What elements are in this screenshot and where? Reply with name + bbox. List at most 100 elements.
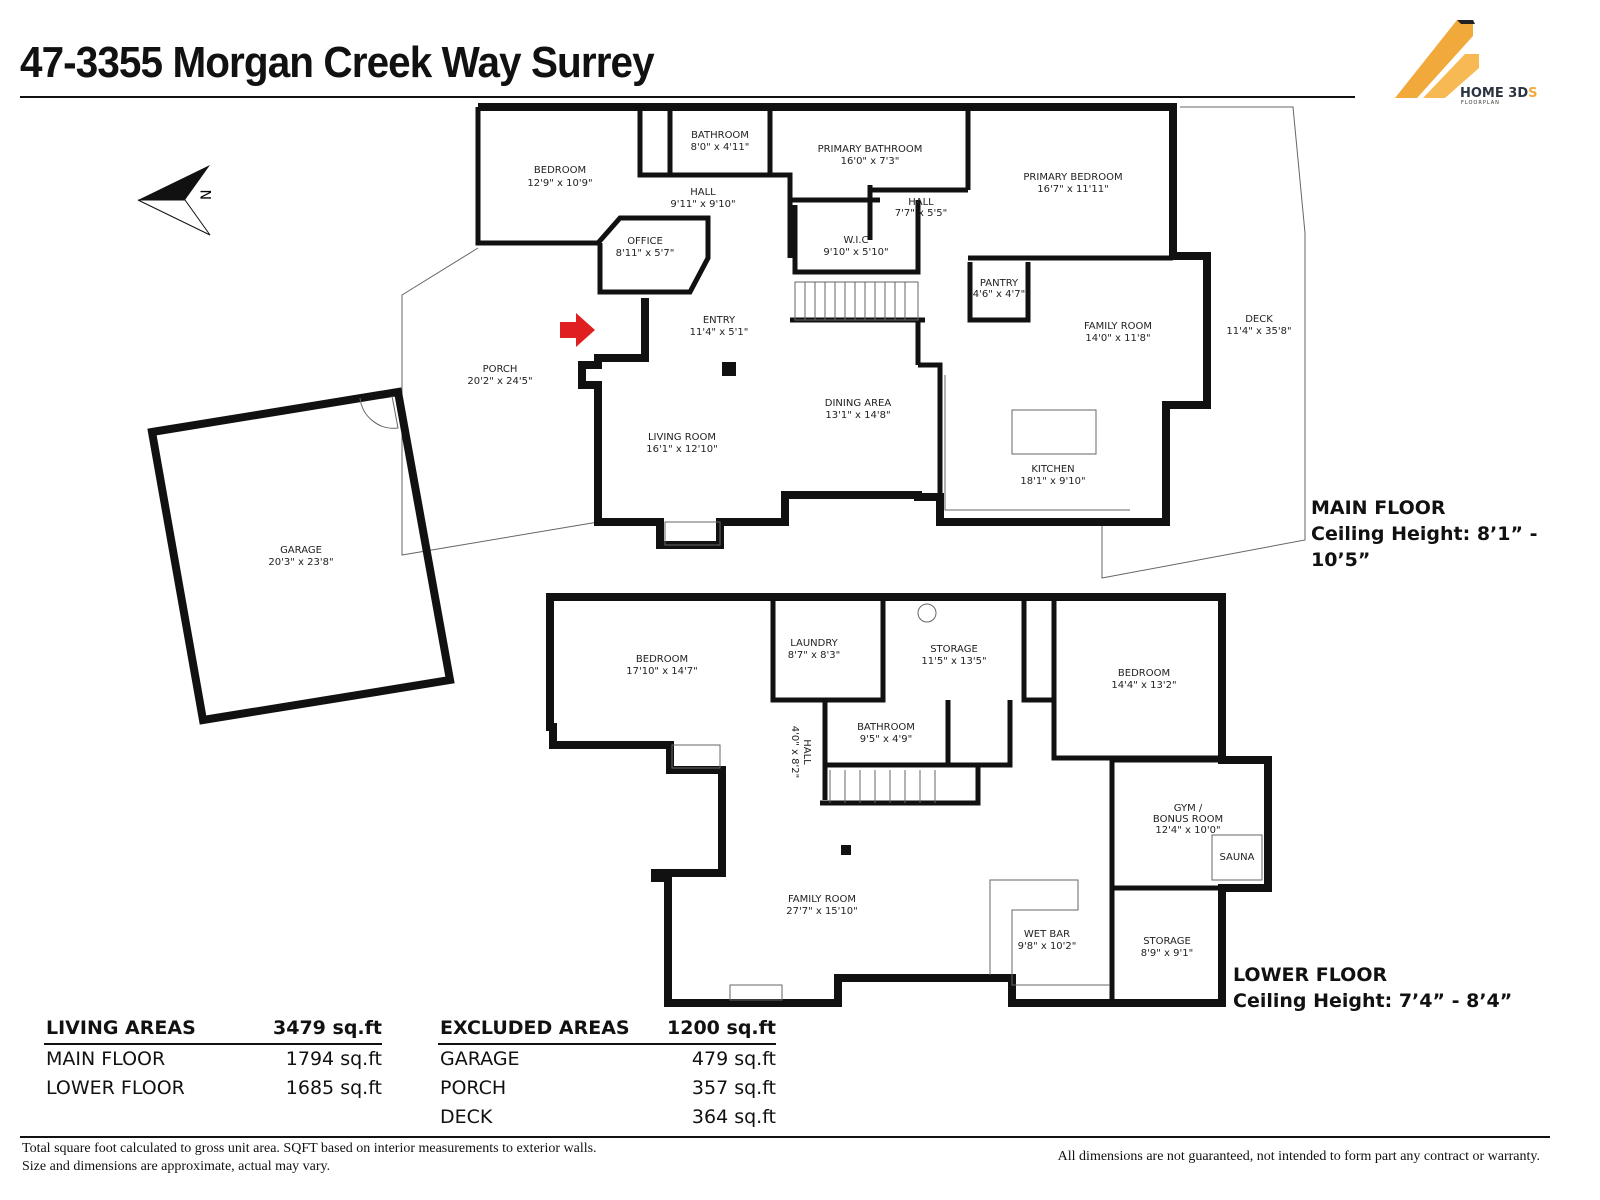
- svg-text:BONUS ROOM: BONUS ROOM: [1153, 814, 1223, 825]
- title-divider: [20, 96, 1355, 98]
- svg-text:W.I.C: W.I.C: [843, 235, 868, 246]
- svg-text:9'5" x 4'9": 9'5" x 4'9": [860, 734, 912, 745]
- svg-text:PORCH: PORCH: [483, 364, 518, 375]
- svg-text:13'1" x 14'8": 13'1" x 14'8": [825, 410, 890, 421]
- footer-disclaimer-left: Total square foot calculated to gross un…: [22, 1141, 597, 1174]
- svg-text:4'0" x 8'2": 4'0" x 8'2": [789, 726, 800, 778]
- svg-text:WET BAR: WET BAR: [1024, 929, 1070, 940]
- svg-text:BEDROOM: BEDROOM: [534, 165, 586, 176]
- svg-text:14'0" x 11'8": 14'0" x 11'8": [1085, 333, 1150, 344]
- svg-text:4'6" x 4'7": 4'6" x 4'7": [973, 289, 1025, 300]
- svg-text:27'7" x 15'10": 27'7" x 15'10": [786, 906, 858, 917]
- svg-text:DECK: DECK: [1245, 314, 1273, 325]
- svg-text:ENTRY: ENTRY: [703, 315, 736, 326]
- svg-text:9'10" x 5'10": 9'10" x 5'10": [823, 247, 888, 258]
- svg-text:7'7" x 5'5": 7'7" x 5'5": [895, 208, 947, 219]
- logo-brand: HOME 3DS: [1460, 86, 1538, 101]
- svg-text:11'4" x 35'8": 11'4" x 35'8": [1226, 326, 1291, 337]
- svg-text:STORAGE: STORAGE: [930, 644, 978, 655]
- room-wic: W.I.C9'10" x 5'10": [823, 235, 888, 258]
- svg-text:N: N: [199, 190, 215, 200]
- svg-text:12'4" x 10'0": 12'4" x 10'0": [1155, 825, 1220, 836]
- svg-text:17'10" x 14'7": 17'10" x 14'7": [626, 666, 698, 677]
- svg-text:16'7" x 11'11": 16'7" x 11'11": [1037, 184, 1109, 195]
- main-floor-walls: [478, 103, 1211, 549]
- svg-text:PRIMARY BATHROOM: PRIMARY BATHROOM: [818, 144, 923, 155]
- svg-text:STORAGE: STORAGE: [1143, 936, 1191, 947]
- svg-text:8'9" x 9'1": 8'9" x 9'1": [1141, 948, 1193, 959]
- svg-text:16'0" x 7'3": 16'0" x 7'3": [841, 156, 900, 167]
- svg-text:BEDROOM: BEDROOM: [636, 654, 688, 665]
- svg-text:16'1" x 12'10": 16'1" x 12'10": [646, 444, 718, 455]
- logo-sub: FLOORPLAN: [1461, 100, 1500, 106]
- svg-text:BEDROOM: BEDROOM: [1118, 668, 1170, 679]
- porch-outline: [401, 247, 599, 556]
- garage-walls: [147, 387, 455, 725]
- svg-text:GYM /: GYM /: [1174, 803, 1203, 814]
- svg-text:LIVING ROOM: LIVING ROOM: [648, 432, 716, 443]
- home3ds-logo-icon: [1395, 20, 1479, 98]
- entry-arrow-icon: [560, 313, 595, 347]
- svg-text:8'7" x 8'3": 8'7" x 8'3": [788, 650, 840, 661]
- svg-text:9'8" x 10'2": 9'8" x 10'2": [1018, 941, 1077, 952]
- svg-text:11'5" x 13'5": 11'5" x 13'5": [921, 656, 986, 667]
- svg-text:DINING AREA: DINING AREA: [825, 398, 892, 409]
- svg-text:HALL: HALL: [690, 187, 716, 198]
- room-sauna: SAUNA: [1219, 852, 1254, 863]
- footer-divider: [20, 1136, 1550, 1138]
- svg-text:OFFICE: OFFICE: [627, 236, 663, 247]
- svg-text:11'4" x 5'1": 11'4" x 5'1": [690, 327, 749, 338]
- svg-text:8'0" x 4'11": 8'0" x 4'11": [691, 142, 750, 153]
- svg-text:8'11" x 5'7": 8'11" x 5'7": [616, 248, 675, 259]
- svg-text:BATHROOM: BATHROOM: [857, 722, 915, 733]
- svg-text:PANTRY: PANTRY: [980, 278, 1019, 289]
- svg-text:HALL: HALL: [801, 739, 812, 765]
- compass-north-icon: N: [137, 165, 215, 236]
- footer-disclaimer-right: All dimensions are not guaranteed, not i…: [1057, 1149, 1540, 1164]
- svg-text:GARAGE: GARAGE: [280, 545, 322, 556]
- svg-text:KITCHEN: KITCHEN: [1031, 464, 1074, 475]
- svg-text:14'4" x 13'2": 14'4" x 13'2": [1111, 680, 1176, 691]
- svg-text:FAMILY ROOM: FAMILY ROOM: [1084, 321, 1152, 332]
- svg-text:20'2" x 24'5": 20'2" x 24'5": [467, 376, 532, 387]
- svg-text:SAUNA: SAUNA: [1219, 852, 1254, 863]
- lower-floor-walls: [546, 593, 1272, 1007]
- svg-text:LAUNDRY: LAUNDRY: [790, 638, 838, 649]
- svg-text:FAMILY ROOM: FAMILY ROOM: [788, 894, 856, 905]
- svg-text:20'3" x 23'8": 20'3" x 23'8": [268, 557, 333, 568]
